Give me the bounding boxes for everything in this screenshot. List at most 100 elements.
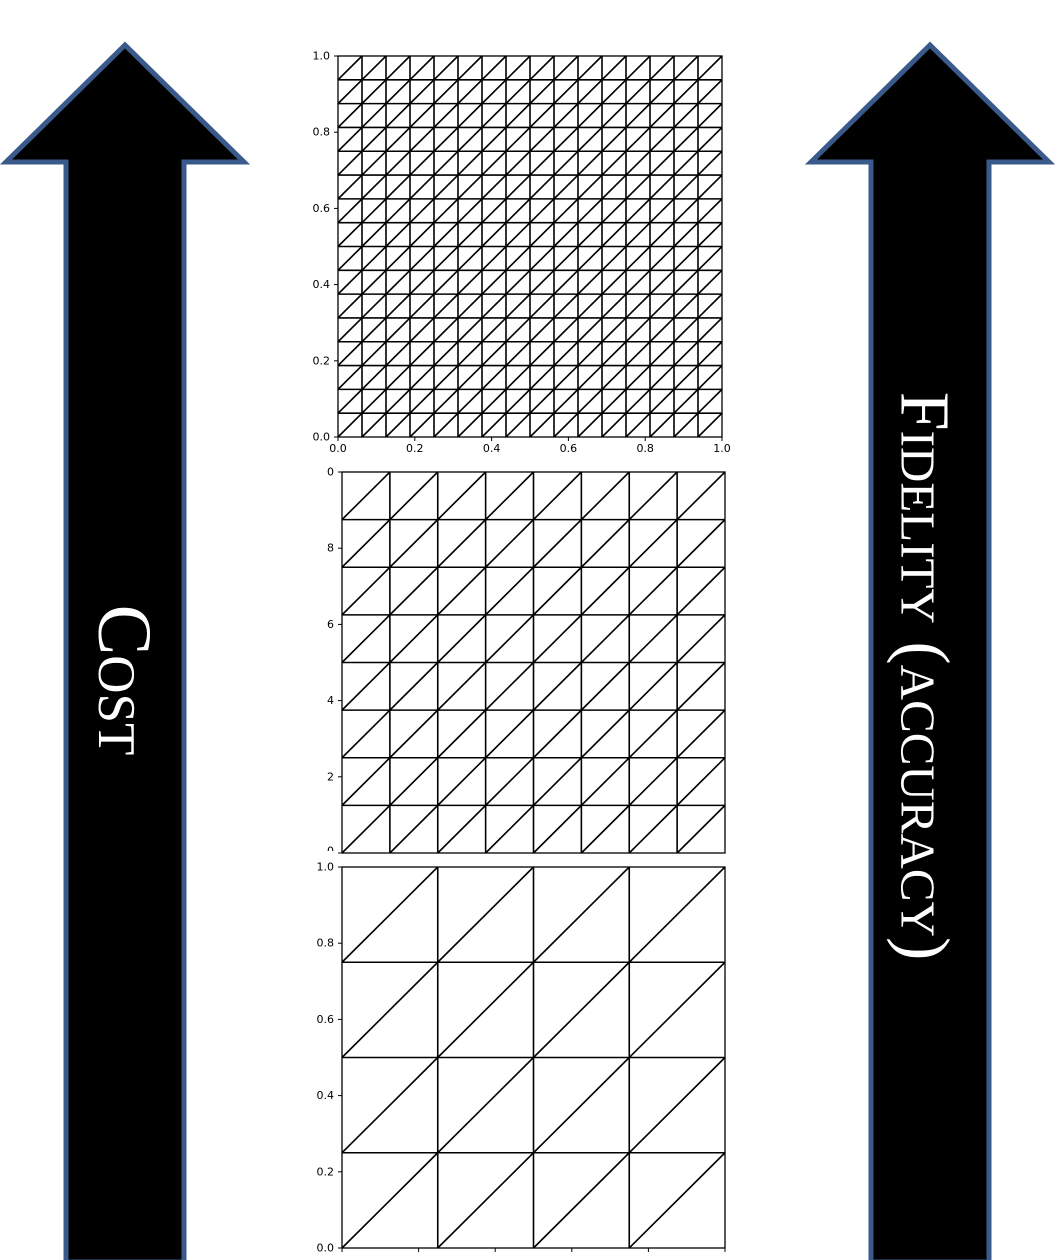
mesh-diagonal-edge bbox=[361, 293, 387, 319]
mesh-diagonal-edge bbox=[577, 55, 603, 81]
mesh-diagonal-edge bbox=[625, 245, 651, 271]
mesh-diagonal-edge bbox=[433, 364, 459, 390]
y-tick-label: 0.8 bbox=[317, 937, 335, 950]
mesh-diagonal-edge bbox=[553, 388, 579, 414]
y-tick-label: 0.6 bbox=[313, 202, 331, 215]
mesh-diagonal-edge bbox=[625, 341, 651, 367]
mesh-diagonal-edge bbox=[433, 269, 459, 295]
mesh-diagonal-edge bbox=[532, 961, 630, 1059]
mesh-diagonal-edge bbox=[649, 198, 675, 224]
mesh-diagonal-edge bbox=[385, 364, 411, 390]
mesh-diagonal-edge bbox=[505, 174, 531, 200]
mesh-diagonal-edge bbox=[676, 709, 726, 759]
mesh-diagonal-edge bbox=[389, 471, 439, 521]
mesh-diagonal-edge bbox=[649, 388, 675, 414]
mesh-diagonal-edge bbox=[673, 293, 699, 319]
mesh-diagonal-edge bbox=[601, 150, 627, 176]
mesh-diagonal-edge bbox=[673, 317, 699, 343]
mesh-diagonal-edge bbox=[385, 317, 411, 343]
mesh-diagonal-edge bbox=[697, 126, 723, 152]
cost-arrow: Cost bbox=[0, 41, 251, 1260]
mesh-diagonal-edge bbox=[649, 79, 675, 105]
mesh-diagonal-edge bbox=[553, 245, 579, 271]
mesh-diagonal-edge bbox=[532, 757, 582, 806]
mesh-diagonal-edge bbox=[505, 269, 531, 295]
mesh-diagonal-edge bbox=[697, 103, 723, 129]
mesh-diagonal-edge bbox=[673, 388, 699, 414]
mesh-diagonal-edge bbox=[601, 388, 627, 414]
mesh-diagonal-edge bbox=[505, 245, 531, 271]
mesh-diagonal-edge bbox=[601, 103, 627, 129]
mesh-diagonal-edge bbox=[481, 293, 507, 319]
mesh-diagonal-edge bbox=[532, 471, 582, 521]
mesh-diagonal-edge bbox=[601, 364, 627, 390]
mesh-diagonal-edge bbox=[385, 174, 411, 200]
mesh-diagonal-edge bbox=[337, 269, 363, 295]
mesh-diagonal-edge bbox=[628, 1056, 726, 1154]
mesh-diagonal-edge bbox=[337, 317, 363, 343]
mesh-diagonal-edge bbox=[437, 471, 487, 521]
mesh-diagonal-edge bbox=[625, 293, 651, 319]
mesh-diagonal-edge bbox=[697, 364, 723, 390]
mesh-diagonal-edge bbox=[361, 103, 387, 129]
mesh-diagonal-edge bbox=[625, 388, 651, 414]
mesh-diagonal-edge bbox=[577, 317, 603, 343]
mesh-diagonal-edge bbox=[437, 804, 487, 854]
cost-arrow-shape bbox=[0, 41, 251, 1260]
mesh-diagonal-edge bbox=[676, 566, 726, 616]
mesh-diagonal-edge bbox=[385, 412, 411, 438]
mesh-diagonal-edge bbox=[529, 174, 555, 200]
mesh-diagonal-edge bbox=[505, 222, 531, 248]
mesh-diagonal-edge bbox=[553, 412, 579, 438]
mesh-diagonal-edge bbox=[389, 519, 439, 568]
mesh-diagonal-edge bbox=[437, 757, 487, 806]
mesh-diagonal-edge bbox=[601, 341, 627, 367]
mesh-diagonal-edge bbox=[673, 245, 699, 271]
mesh-diagonal-edge bbox=[337, 126, 363, 152]
x-tick-label: 0.2 bbox=[406, 442, 424, 455]
mesh-diagonal-edge bbox=[485, 709, 535, 759]
mesh-diagonal-edge bbox=[341, 757, 391, 806]
mesh-diagonal-edge bbox=[409, 174, 435, 200]
mesh-diagonal-edge bbox=[437, 866, 535, 963]
mesh-diagonal-edge bbox=[649, 317, 675, 343]
x-tick-label: 0.8 bbox=[636, 442, 654, 455]
mesh-diagonal-edge bbox=[673, 103, 699, 129]
mesh-diagonal-edge bbox=[341, 661, 391, 711]
mesh-diagonal-edge bbox=[529, 364, 555, 390]
mesh-diagonal-edge bbox=[437, 1056, 535, 1154]
mesh-diagonal-edge bbox=[433, 245, 459, 271]
mesh-diagonal-edge bbox=[337, 103, 363, 129]
mesh-diagonal-edge bbox=[529, 126, 555, 152]
mesh-diagonal-edge bbox=[433, 341, 459, 367]
mesh-diagonal-edge bbox=[532, 1152, 630, 1249]
mesh-diagonal-edge bbox=[649, 245, 675, 271]
mesh-diagonal-edge bbox=[409, 269, 435, 295]
mesh-diagonal-edge bbox=[697, 245, 723, 271]
mesh-diagonal-edge bbox=[409, 198, 435, 224]
mesh-diagonal-edge bbox=[385, 293, 411, 319]
mesh-diagonal-edge bbox=[676, 471, 726, 521]
mesh-diagonal-edge bbox=[673, 412, 699, 438]
mesh-diagonal-edge bbox=[341, 1152, 439, 1249]
mesh-diagonal-edge bbox=[529, 412, 555, 438]
mesh-diagonal-edge bbox=[505, 317, 531, 343]
mesh-diagonal-edge bbox=[553, 269, 579, 295]
mesh-diagonal-edge bbox=[337, 55, 363, 81]
mesh-diagonal-edge bbox=[532, 1056, 630, 1154]
mesh-diagonal-edge bbox=[553, 222, 579, 248]
mesh-diagonal-edge bbox=[628, 866, 726, 963]
mesh-diagonal-edge bbox=[361, 150, 387, 176]
y-tick-label: 8 bbox=[327, 542, 334, 555]
mesh-diagonal-edge bbox=[481, 103, 507, 129]
x-tick-label: 0.0 bbox=[329, 442, 347, 455]
mesh-diagonal-edge bbox=[457, 103, 483, 129]
mesh-diagonal-edge bbox=[628, 614, 678, 664]
mesh-diagonal-edge bbox=[649, 55, 675, 81]
mesh-diagonal-edge bbox=[433, 103, 459, 129]
mesh-diagonal-edge bbox=[485, 614, 535, 664]
mesh-diagonal-edge bbox=[625, 150, 651, 176]
mesh-diagonal-edge bbox=[577, 79, 603, 105]
mesh-diagonal-edge bbox=[361, 79, 387, 105]
mesh-diagonal-edge bbox=[337, 388, 363, 414]
